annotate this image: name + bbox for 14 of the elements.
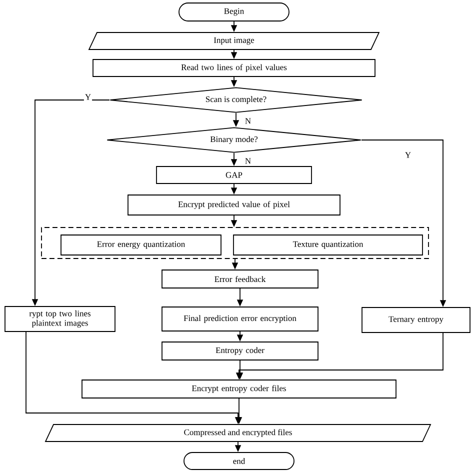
process-box: Encrypt entropy coder files: [82, 380, 396, 398]
process-box: Error feedback: [162, 270, 318, 288]
process-box: Ternary entropy: [362, 307, 470, 333]
process-box: Texture quantization: [233, 234, 423, 256]
end-terminal: end: [184, 452, 294, 470]
process-box: rypt top two lines plaintext images: [4, 306, 116, 332]
dashed-group-box: [41, 227, 429, 259]
process-box: Encrypt predicted value of pixel: [128, 194, 340, 216]
start-terminal: Begin: [178, 2, 290, 22]
process-box: Final prediction error encryption: [162, 306, 318, 332]
process-box: GAP: [156, 166, 312, 184]
process-box: Entropy coder: [162, 342, 318, 360]
process-box: Read two lines of pixel values: [92, 59, 376, 77]
process-box: Error energy quantization: [60, 234, 222, 256]
